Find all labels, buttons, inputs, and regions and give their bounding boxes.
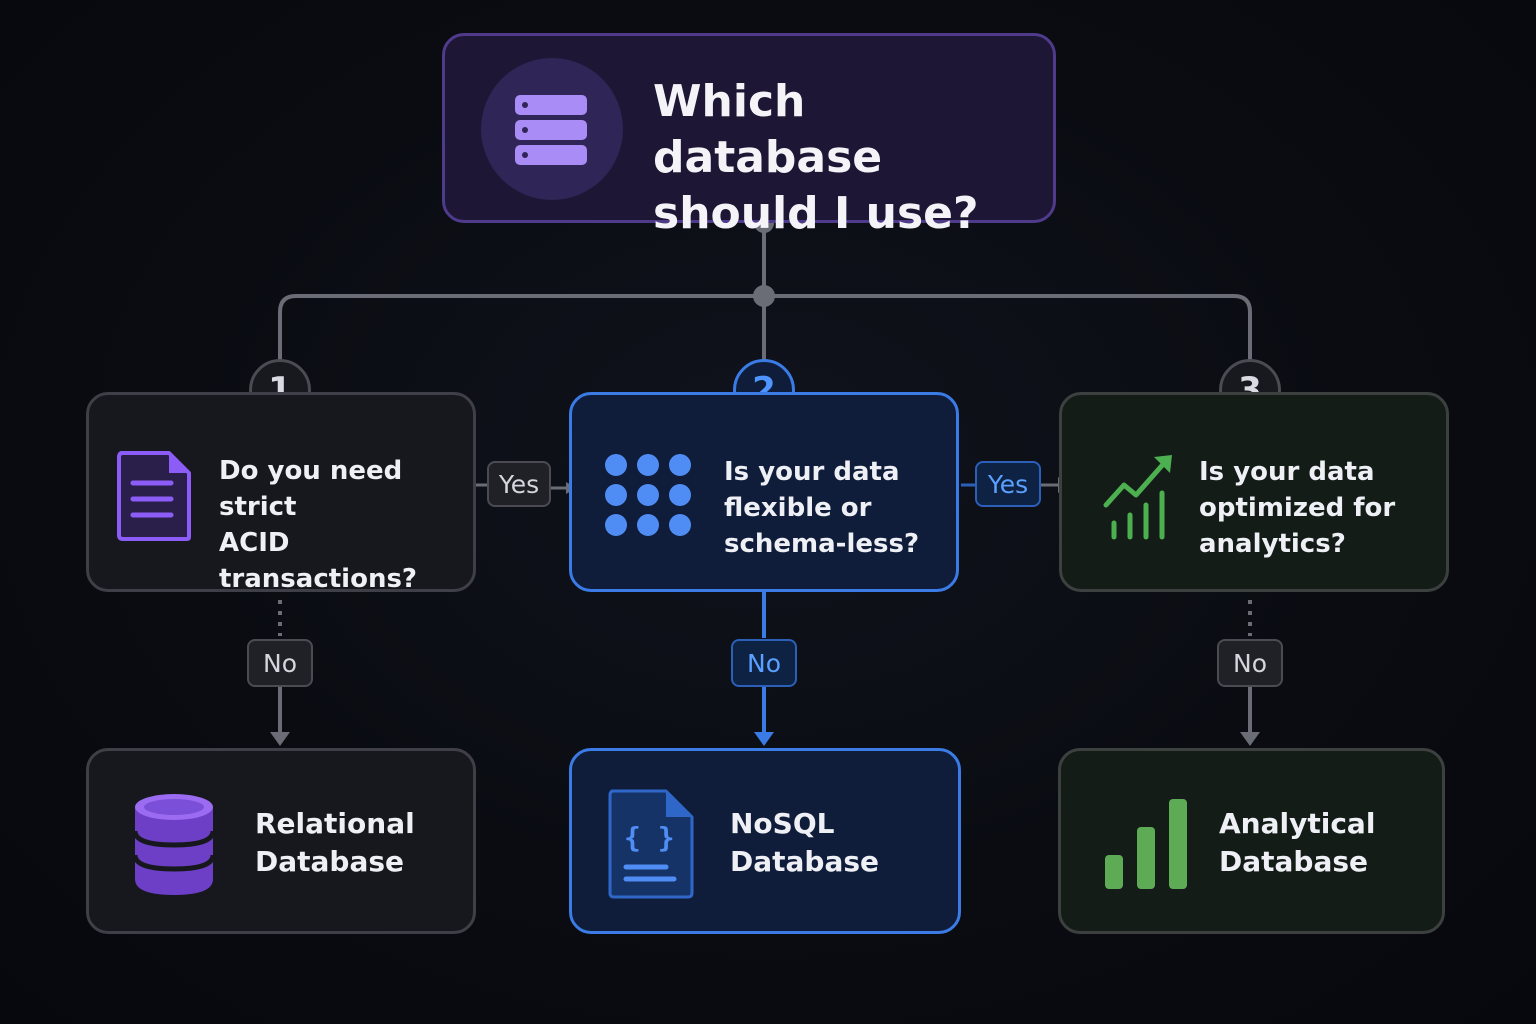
yes-label-1: Yes: [487, 461, 551, 507]
question-1-line-1: Do you need strict: [219, 456, 403, 522]
svg-text:{ }: { }: [624, 821, 675, 854]
question-2-line-3: schema-less?: [724, 529, 920, 559]
question-2-line-2: flexible or: [724, 493, 872, 523]
database-cylinder-icon: [131, 791, 217, 903]
question-1-line-2: ACID transactions?: [219, 528, 418, 594]
result-2-line-1: NoSQL: [730, 807, 835, 840]
yes-label-2: Yes: [975, 461, 1041, 507]
question-3-line-2: optimized for: [1199, 493, 1396, 523]
result-card-analytical: Analytical Database: [1058, 748, 1445, 934]
title-line-1: Which database: [653, 76, 883, 183]
result-2-line-2: Database: [730, 845, 880, 878]
no-label-1: No: [247, 639, 313, 687]
json-document-icon: { }: [606, 787, 696, 905]
result-card-relational: Relational Database: [86, 748, 476, 934]
no-label-3: No: [1217, 639, 1283, 687]
result-3-text: Analytical Database: [1219, 805, 1375, 881]
server-stack-icon: [481, 58, 623, 200]
dot-grid-icon: [602, 451, 698, 545]
result-1-line-1: Relational: [255, 807, 415, 840]
result-2-text: NoSQL Database: [730, 805, 879, 881]
bar-chart-icon: [1103, 797, 1193, 895]
trend-chart-icon: [1102, 449, 1176, 547]
question-3-line-1: Is your data: [1199, 457, 1375, 487]
page-title: Which database should I use?: [653, 74, 1033, 242]
result-1-text: Relational Database: [255, 805, 415, 881]
question-2-line-1: Is your data: [724, 457, 900, 487]
title-card: Which database should I use?: [442, 33, 1056, 239]
no-label-2: No: [731, 639, 797, 687]
result-3-line-1: Analytical: [1219, 807, 1376, 840]
title-line-2: should I use?: [653, 188, 979, 239]
result-1-line-2: Database: [255, 845, 405, 878]
question-3-line-3: analytics?: [1199, 529, 1346, 559]
result-card-nosql: { } NoSQL Database: [569, 748, 961, 934]
question-2-text: Is your data flexible or schema-less?: [724, 454, 919, 562]
document-icon: [115, 449, 193, 547]
question-1-text: Do you need strict ACID transactions?: [219, 453, 473, 597]
question-card-1: Do you need strict ACID transactions?: [86, 392, 476, 594]
result-3-line-2: Database: [1219, 845, 1369, 878]
question-3-text: Is your data optimized for analytics?: [1199, 454, 1395, 562]
question-card-3: Is your data optimized for analytics?: [1059, 392, 1449, 592]
question-card-2: Is your data flexible or schema-less?: [569, 392, 959, 592]
